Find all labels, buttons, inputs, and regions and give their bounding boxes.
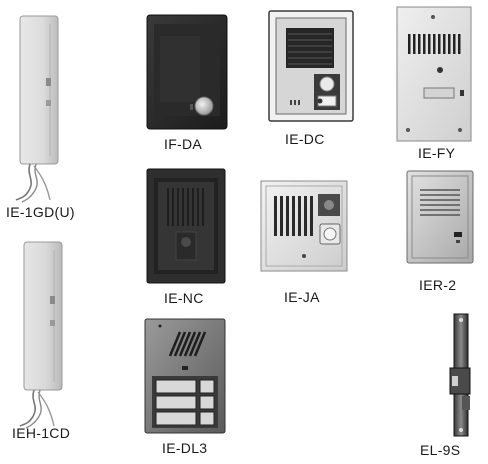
label-ie-dl3: IE-DL3 (162, 440, 208, 456)
door-station-ie-nc-image (146, 168, 226, 284)
door-station-ie-dl3-image (144, 318, 226, 434)
product-if-da (146, 14, 228, 130)
label-ie-fy: IE-FY (418, 145, 456, 161)
product-ie-dc (268, 10, 354, 122)
label-ie-ja: IE-JA (284, 289, 320, 305)
electric-strike-el-9s-image (449, 313, 471, 437)
label-el-9s: EL-9S (420, 442, 461, 458)
label-ier-2: IER-2 (419, 277, 457, 293)
label-ie-nc: IE-NC (164, 290, 204, 306)
product-ie-fy (396, 6, 472, 142)
door-station-ie-ja-image (260, 180, 348, 272)
door-station-if-da-image (146, 14, 228, 130)
product-ie-ja (260, 180, 348, 272)
product-ier-2 (406, 170, 474, 264)
label-if-da: IF-DA (164, 136, 203, 152)
label-ie-dc: IE-DC (285, 131, 325, 147)
handset-ieh-1cd-image (19, 241, 63, 429)
product-el-9s (448, 312, 474, 438)
door-station-ier-2-image (406, 170, 474, 264)
product-ie-1gdu (6, 14, 64, 204)
product-ieh-1cd (8, 240, 68, 430)
door-station-ie-dc-image (268, 10, 354, 122)
door-station-ie-fy-image (396, 6, 472, 142)
handset-image (15, 15, 59, 203)
product-ie-dl3 (144, 318, 226, 434)
label-ieh-1cd: IEH-1CD (12, 425, 71, 441)
label-ie-1gdu: IE-1GD(U) (6, 204, 75, 220)
product-ie-nc (146, 168, 226, 284)
